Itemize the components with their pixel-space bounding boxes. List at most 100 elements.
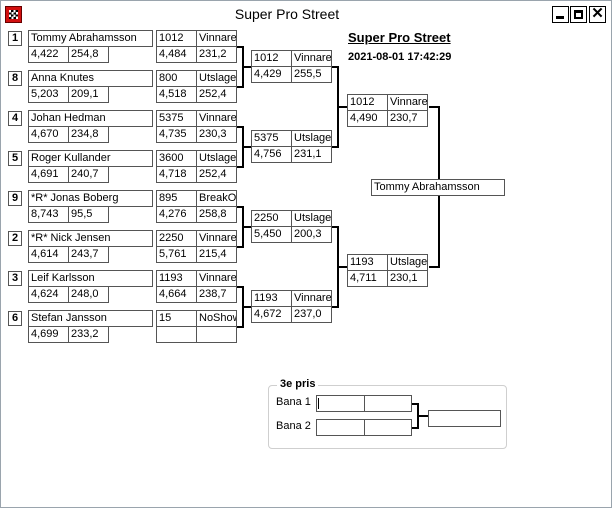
- qualifying-speed[interactable]: 234,8: [68, 126, 109, 143]
- third-lane1-time[interactable]: [316, 395, 365, 412]
- round1-speed[interactable]: 230,3: [196, 126, 237, 143]
- driver-name[interactable]: Roger Kullander: [28, 150, 153, 167]
- reaction-time[interactable]: 4,624: [28, 286, 69, 303]
- semi-result[interactable]: Utslagen: [387, 254, 428, 271]
- connector: [237, 326, 243, 328]
- driver-name[interactable]: *R* Jonas Boberg: [28, 190, 153, 207]
- qualifying-speed[interactable]: 248,0: [68, 286, 109, 303]
- round2-time[interactable]: 5375: [251, 130, 292, 147]
- connector: [242, 146, 251, 148]
- round2-time[interactable]: 1012: [251, 50, 292, 67]
- round2-speed[interactable]: 237,0: [291, 306, 332, 323]
- qualifying-speed[interactable]: 95,5: [68, 206, 109, 223]
- round1-time[interactable]: 895: [156, 190, 197, 207]
- driver-name[interactable]: Tommy Abrahamsson: [28, 30, 153, 47]
- semi-result[interactable]: Vinnare: [387, 94, 428, 111]
- round1-et[interactable]: [156, 326, 197, 343]
- round2-et[interactable]: 4,672: [251, 306, 292, 323]
- round1-et[interactable]: 4,664: [156, 286, 197, 303]
- reaction-time[interactable]: 4,614: [28, 246, 69, 263]
- round1-speed[interactable]: 231,2: [196, 46, 237, 63]
- round2-et[interactable]: 4,756: [251, 146, 292, 163]
- driver-name[interactable]: Anna Knutes: [28, 70, 153, 87]
- title-bar[interactable]: Super Pro Street ✕: [1, 1, 611, 30]
- round1-speed[interactable]: 252,4: [196, 86, 237, 103]
- minimize-button[interactable]: [552, 6, 569, 23]
- round2-result[interactable]: Utslagen: [291, 130, 332, 147]
- round2-time[interactable]: 1193: [251, 290, 292, 307]
- reaction-time[interactable]: 5,203: [28, 86, 69, 103]
- maximize-button[interactable]: [570, 6, 587, 23]
- round2-result[interactable]: Utslagen: [291, 210, 332, 227]
- round2-et[interactable]: 5,450: [251, 226, 292, 243]
- connector: [332, 66, 338, 68]
- checkered-flag-icon[interactable]: [5, 6, 22, 23]
- semi-et[interactable]: 4,711: [347, 270, 388, 287]
- round1-et[interactable]: 4,735: [156, 126, 197, 143]
- round1-time[interactable]: 3600: [156, 150, 197, 167]
- event-title: Super Pro Street: [348, 30, 451, 45]
- round1-result[interactable]: Vinnare: [196, 230, 237, 247]
- round1-time[interactable]: 2250: [156, 230, 197, 247]
- round1-result[interactable]: Vinnare: [196, 270, 237, 287]
- round1-time[interactable]: 1193: [156, 270, 197, 287]
- semi-time[interactable]: 1012: [347, 94, 388, 111]
- qualifying-speed[interactable]: 233,2: [68, 326, 109, 343]
- round1-speed[interactable]: 238,7: [196, 286, 237, 303]
- lane-2-label: Bana 2: [276, 420, 311, 432]
- qualifying-speed[interactable]: 254,8: [68, 46, 109, 63]
- round1-result[interactable]: Vinnare: [196, 30, 237, 47]
- round1-speed[interactable]: 215,4: [196, 246, 237, 263]
- round2-speed[interactable]: 231,1: [291, 146, 332, 163]
- round1-time[interactable]: 15: [156, 310, 197, 327]
- round1-speed[interactable]: 258,8: [196, 206, 237, 223]
- third-lane2-time[interactable]: [316, 419, 365, 436]
- round1-et[interactable]: 4,718: [156, 166, 197, 183]
- round1-et[interactable]: 4,276: [156, 206, 197, 223]
- round1-time[interactable]: 1012: [156, 30, 197, 47]
- round1-et[interactable]: 5,761: [156, 246, 197, 263]
- round1-et[interactable]: 4,484: [156, 46, 197, 63]
- third-lane1-result[interactable]: [364, 395, 412, 412]
- round1-time[interactable]: 800: [156, 70, 197, 87]
- close-button[interactable]: ✕: [589, 5, 606, 23]
- round1-result[interactable]: Utslagen: [196, 70, 237, 87]
- final-winner-name[interactable]: Tommy Abrahamsson: [371, 179, 505, 196]
- round1-result[interactable]: Vinnare: [196, 110, 237, 127]
- semi-time[interactable]: 1193: [347, 254, 388, 271]
- round1-speed[interactable]: [196, 326, 237, 343]
- driver-name[interactable]: Stefan Jansson: [28, 310, 153, 327]
- round2-time[interactable]: 2250: [251, 210, 292, 227]
- semi-et[interactable]: 4,490: [347, 110, 388, 127]
- round2-result[interactable]: Vinnare: [291, 50, 332, 67]
- round1-result[interactable]: NoShow: [196, 310, 237, 327]
- round1-result[interactable]: BreakOut: [196, 190, 237, 207]
- driver-name[interactable]: Leif Karlsson: [28, 270, 153, 287]
- connector: [237, 286, 243, 288]
- seed-number: 5: [8, 151, 22, 166]
- connector: [337, 266, 347, 268]
- round2-speed[interactable]: 200,3: [291, 226, 332, 243]
- semi-speed[interactable]: 230,7: [387, 110, 428, 127]
- reaction-time[interactable]: 8,743: [28, 206, 69, 223]
- qualifying-speed[interactable]: 243,7: [68, 246, 109, 263]
- reaction-time[interactable]: 4,691: [28, 166, 69, 183]
- reaction-time[interactable]: 4,670: [28, 126, 69, 143]
- reaction-time[interactable]: 4,699: [28, 326, 69, 343]
- round2-result[interactable]: Vinnare: [291, 290, 332, 307]
- driver-name[interactable]: Johan Hedman: [28, 110, 153, 127]
- semi-speed[interactable]: 230,1: [387, 270, 428, 287]
- reaction-time[interactable]: 4,422: [28, 46, 69, 63]
- round1-result[interactable]: Utslagen: [196, 150, 237, 167]
- round1-et[interactable]: 4,518: [156, 86, 197, 103]
- driver-name[interactable]: *R* Nick Jensen: [28, 230, 153, 247]
- third-place-winner[interactable]: [428, 410, 501, 427]
- qualifying-speed[interactable]: 209,1: [68, 86, 109, 103]
- connector: [429, 106, 439, 108]
- round2-speed[interactable]: 255,5: [291, 66, 332, 83]
- round1-time[interactable]: 5375: [156, 110, 197, 127]
- round1-speed[interactable]: 252,4: [196, 166, 237, 183]
- third-lane2-result[interactable]: [364, 419, 412, 436]
- round2-et[interactable]: 4,429: [251, 66, 292, 83]
- qualifying-speed[interactable]: 240,7: [68, 166, 109, 183]
